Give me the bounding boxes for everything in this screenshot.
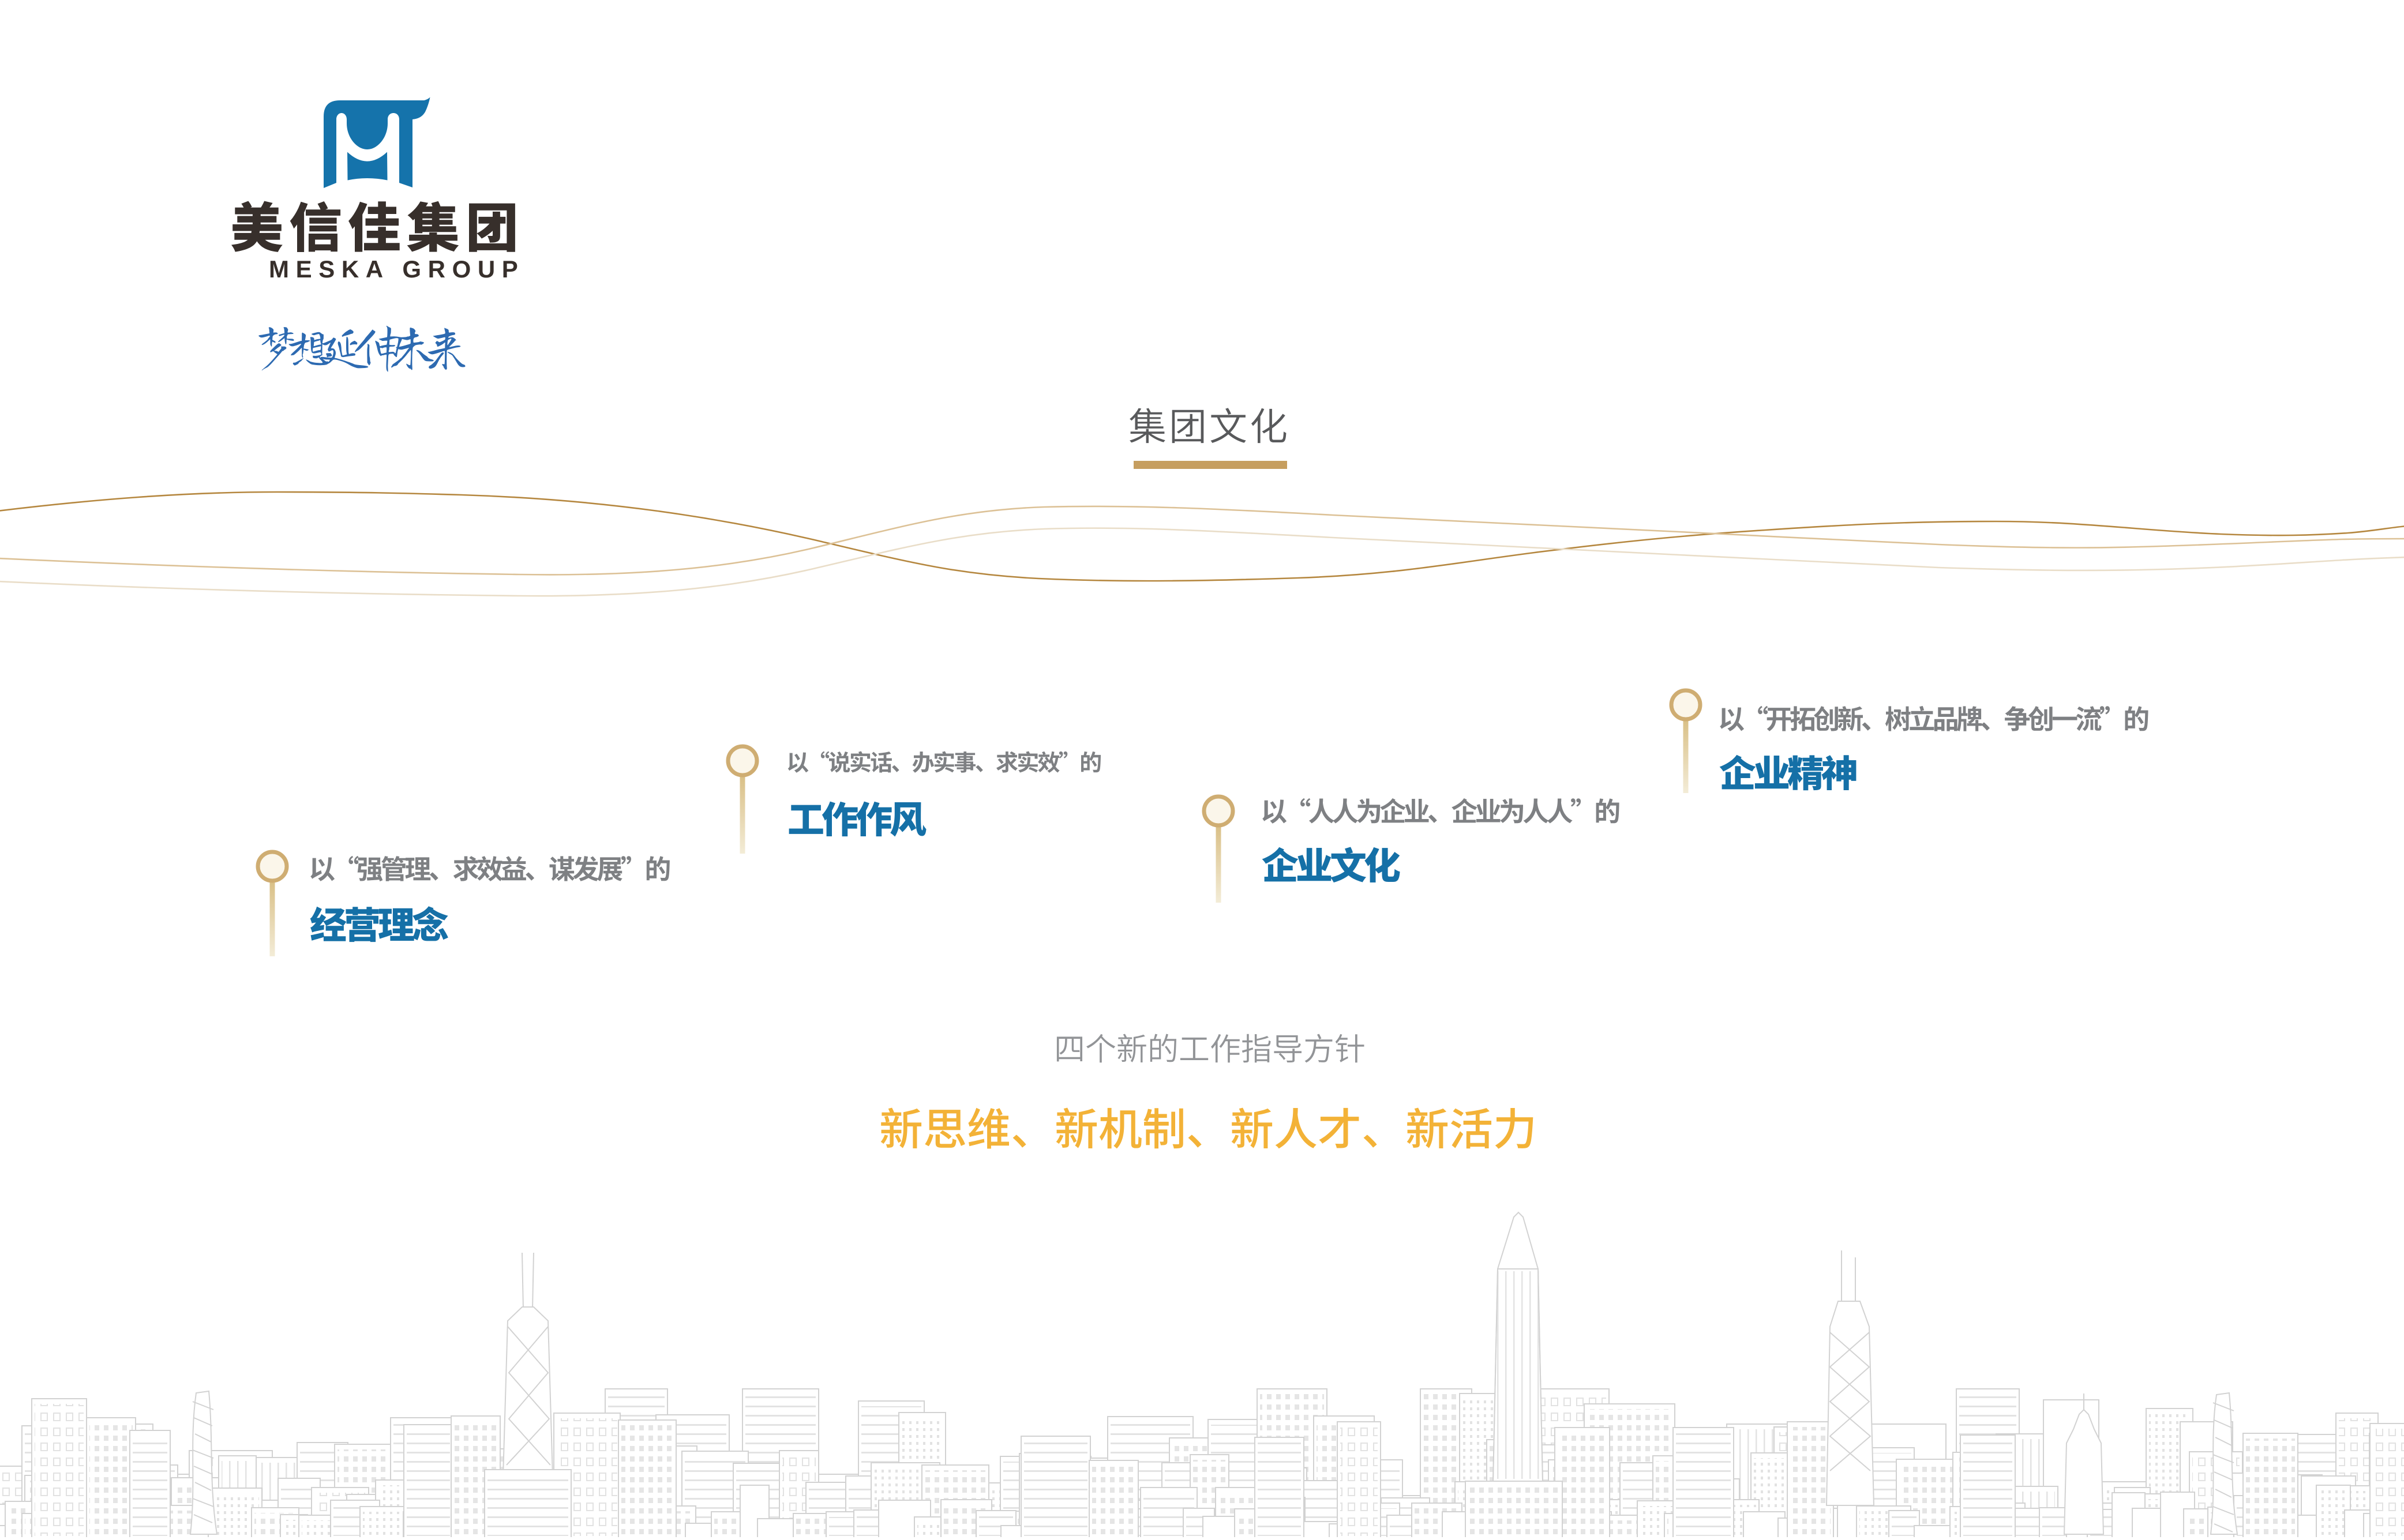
svg-text:MESKA GROUP: MESKA GROUP [269,256,524,283]
